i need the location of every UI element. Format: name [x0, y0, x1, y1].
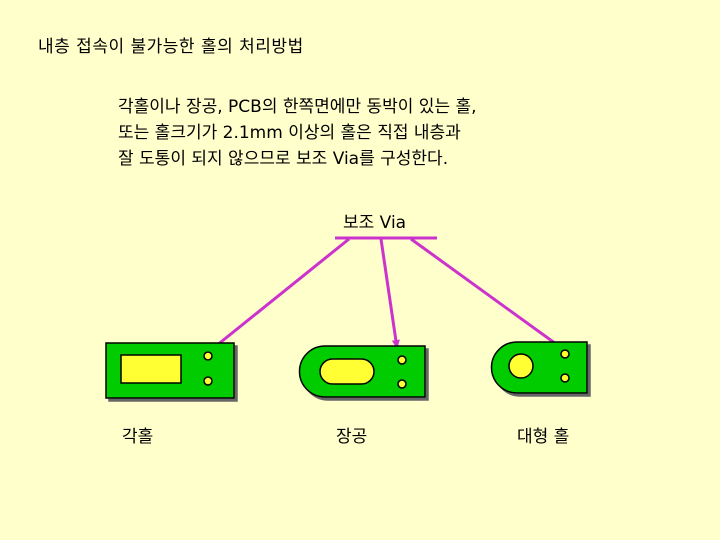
via-pad	[203, 376, 213, 386]
via-pad	[560, 373, 570, 383]
large-hole-board	[490, 341, 588, 394]
arrow-to-square-hole	[210, 237, 350, 352]
caption-large-hole: 대형 홀	[517, 427, 570, 447]
description: 각홀이나 장공, PCB의 한쪽면에만 동박이 있는 홀, 또는 홀크기가 2.…	[118, 94, 477, 172]
description-line: 각홀이나 장공, PCB의 한쪽면에만 동박이 있는 홀,	[118, 97, 477, 117]
slot-hole	[319, 358, 375, 385]
description-line: 또는 홀크기가 2.1mm 이상의 홀은 직접 내층과	[118, 123, 461, 143]
square-hole	[120, 354, 182, 384]
arrow-to-slot-hole	[379, 238, 400, 349]
description-line: 잘 도통이 되지 않으므로 보조 Via를 구성한다.	[118, 149, 449, 169]
via-pad	[397, 355, 407, 365]
via-pad	[397, 379, 407, 389]
caption-square-hole: 각홀	[122, 427, 154, 447]
large-hole	[508, 353, 534, 379]
via-pad	[560, 349, 570, 359]
caption-slot-hole: 장공	[336, 427, 368, 447]
via-label: 보조 Via	[343, 213, 407, 233]
via-pad	[203, 351, 213, 361]
arrow-to-large-hole	[410, 237, 564, 351]
page-title: 내층 접속이 불가능한 홀의 처리방법	[38, 37, 304, 57]
